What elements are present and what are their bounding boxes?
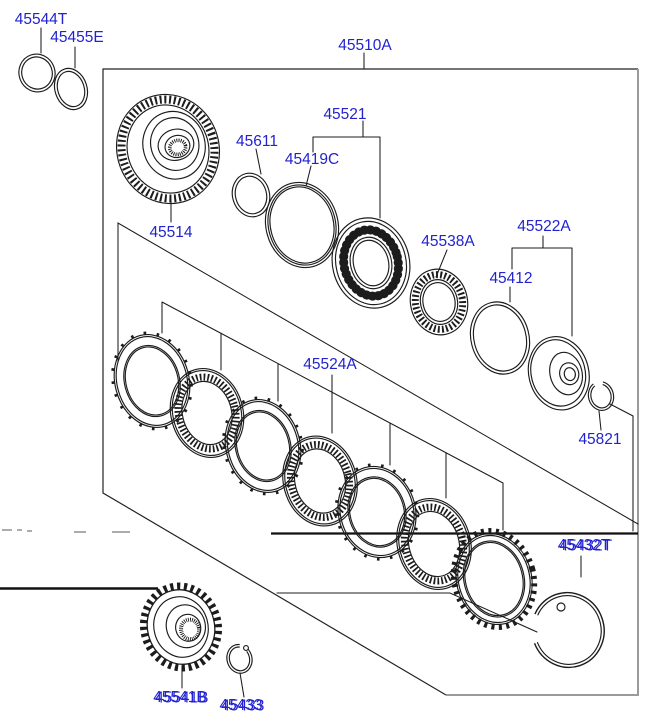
- toothed-reaction-plate: [450, 528, 538, 630]
- snap-ring-45821: [587, 381, 615, 411]
- part-label-45433[interactable]: 45433: [221, 698, 264, 715]
- steel-plate: [222, 396, 304, 496]
- piston-45522a: [527, 336, 590, 411]
- part-label-45821[interactable]: 45821: [578, 431, 621, 448]
- part-label-45433[interactable]: 45433: [219, 697, 262, 714]
- part-label-45544T[interactable]: 45544T: [15, 11, 68, 28]
- friction-plate: [396, 497, 472, 591]
- snap-ring-45455e: [53, 67, 89, 111]
- part-label-45412[interactable]: 45412: [489, 270, 532, 287]
- part-label-45524A[interactable]: 45524A: [303, 356, 357, 373]
- clutch-plate-stack-45524a: [111, 331, 538, 630]
- part-label-45541B[interactable]: 45541B: [155, 690, 208, 707]
- part-label-45538A[interactable]: 45538A: [421, 233, 475, 250]
- part-label-45521[interactable]: 45521: [323, 106, 366, 123]
- ball-bearing-45521: [331, 217, 411, 309]
- circlip-45432t: [531, 591, 605, 669]
- snap-ring-45433: [226, 643, 253, 674]
- friction-plate: [282, 435, 358, 527]
- clutch-drum-45514: [115, 93, 221, 205]
- friction-plate: [169, 367, 245, 459]
- snap-ring-45544t: [18, 53, 56, 93]
- leader-lines: [40, 27, 634, 698]
- gear-45541b: [139, 582, 223, 672]
- seal-ring-45611: [231, 172, 271, 218]
- part-label-45432T[interactable]: 45432T: [560, 538, 613, 555]
- bracket-45522a: [509, 235, 573, 337]
- ring-45419c: [264, 181, 340, 269]
- group-box-45510a: [102, 68, 639, 696]
- one-way-clutch-45538a: [409, 268, 469, 336]
- steel-plate: [111, 331, 193, 431]
- bracket-45524a: [161, 301, 504, 531]
- part-label-45514[interactable]: 45514: [149, 224, 192, 241]
- part-label-45541B[interactable]: 45541B: [153, 689, 206, 706]
- part-label-45419C[interactable]: 45419C: [285, 151, 339, 168]
- ring-45412: [469, 301, 531, 375]
- inner-rail: [117, 222, 639, 525]
- circlip-hook: [556, 602, 566, 612]
- part-label-45522A[interactable]: 45522A: [517, 218, 571, 235]
- part-label-45611[interactable]: 45611: [236, 133, 278, 150]
- part-label-45432T[interactable]: 45432T: [558, 537, 611, 554]
- snap-ring-hook: [243, 645, 249, 651]
- bracket-45521: [312, 120, 381, 219]
- part-label-45510A[interactable]: 45510A: [338, 37, 392, 54]
- part-label-45455E[interactable]: 45455E: [50, 29, 103, 46]
- shaft-lines: [0, 529, 638, 633]
